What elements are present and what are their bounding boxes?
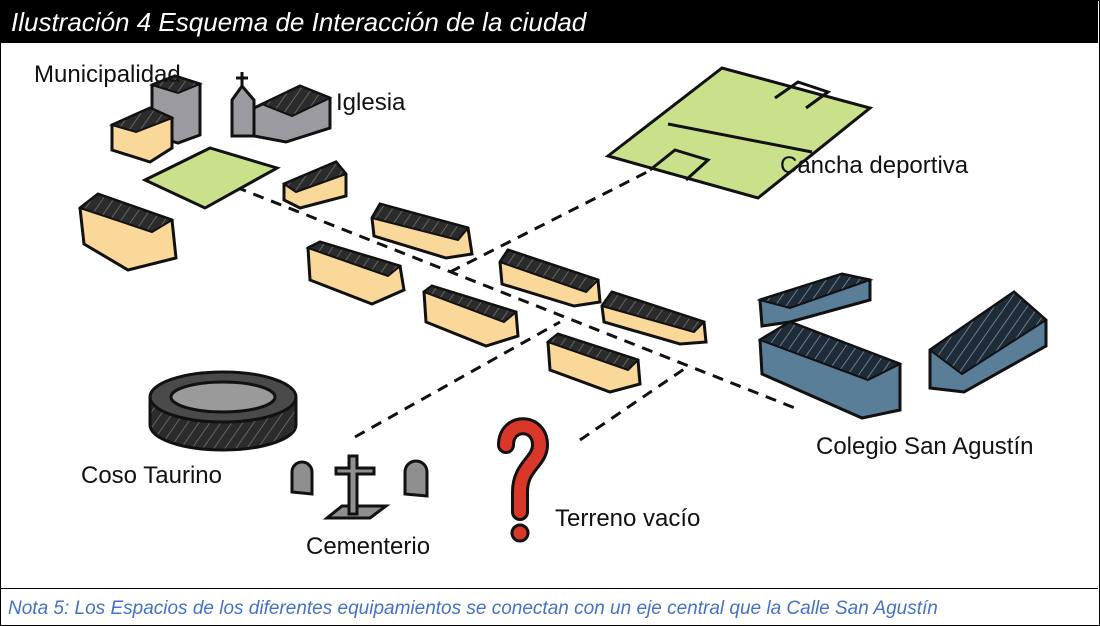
city-scheme-illustration — [77, 66, 1048, 543]
label-coso-taurino: Coso Taurino — [81, 462, 222, 489]
axis-lines — [217, 166, 801, 442]
label-municipalidad: Municipalidad — [34, 61, 181, 88]
cancha-connector-line — [449, 166, 656, 274]
title-bar: Ilustración 4 Esquema de Interacción de … — [1, 1, 1098, 43]
coso-taurino — [148, 370, 298, 452]
plaza-square — [141, 146, 281, 210]
cementerio-connector-line — [354, 320, 561, 439]
house-1 — [77, 192, 178, 272]
question-mark-icon — [497, 417, 550, 543]
label-iglesia: Iglesia — [336, 89, 406, 116]
house-7 — [600, 290, 708, 346]
house-8 — [545, 332, 642, 394]
figure-title: Ilustración 4 Esquema de Interacción de … — [11, 7, 587, 37]
colegio-building — [756, 272, 1048, 420]
terreno-connector-line — [579, 363, 691, 442]
iglesia-building — [230, 72, 333, 144]
cementerio-graves — [290, 454, 429, 520]
municipalidad-building — [109, 74, 203, 164]
label-colegio: Colegio San Agustín — [816, 433, 1034, 460]
label-cementerio: Cementerio — [306, 533, 431, 560]
house-2 — [281, 160, 348, 210]
note-divider — [0, 588, 1098, 589]
main-axis-line — [217, 178, 801, 412]
cancha-field — [604, 66, 874, 200]
house-3 — [370, 202, 474, 260]
house-5 — [498, 248, 602, 308]
label-terreno: Terreno vacío — [555, 505, 701, 532]
figure-note: Nota 5: Los Espacios de los diferentes e… — [8, 598, 938, 619]
label-cancha: Cancha deportiva — [780, 152, 969, 179]
house-4 — [305, 240, 406, 306]
house-6 — [421, 284, 520, 348]
